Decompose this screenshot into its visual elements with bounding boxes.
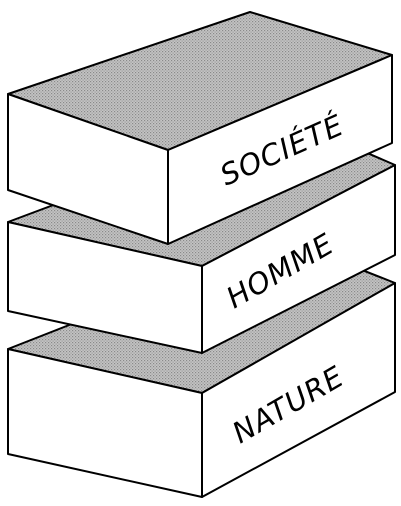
stacked-layers-diagram: NATURE HOMME SOCIÉTÉ bbox=[0, 0, 401, 506]
diagram-canvas: NATURE HOMME SOCIÉTÉ bbox=[0, 0, 401, 506]
